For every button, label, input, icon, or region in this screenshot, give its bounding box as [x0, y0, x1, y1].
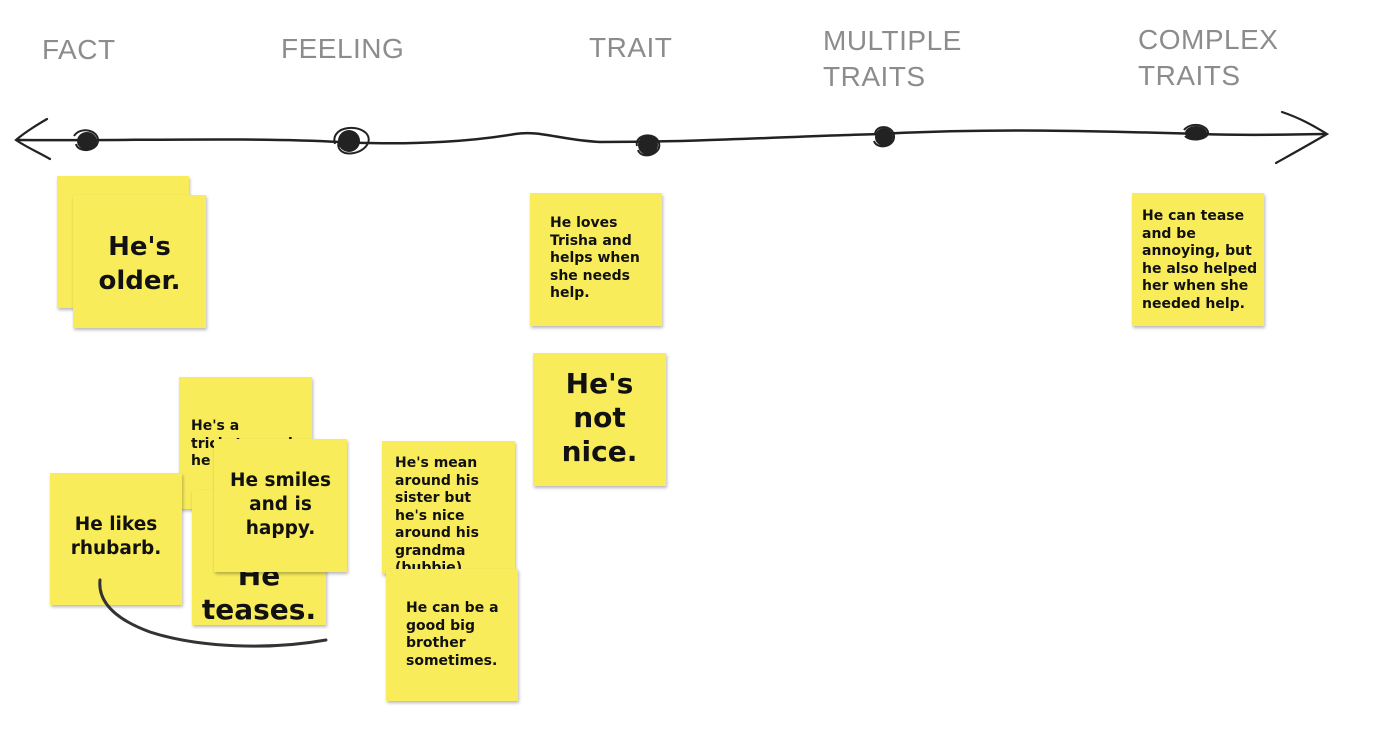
axis-dot-complex-traits: [1183, 124, 1209, 141]
sticky-note-tease-annoying[interactable]: He can tease and be annoying, but he als…: [1132, 193, 1264, 326]
note-text: He can be a good big brother sometimes.: [406, 600, 499, 669]
note-text: He's mean around his sister but he's nic…: [395, 455, 479, 574]
arrow-head-left: [14, 117, 52, 161]
sticky-note-hes-mean[interactable]: He's mean around his sister but he's nic…: [382, 441, 515, 574]
label-fact: FACT: [42, 34, 116, 65]
sticky-note-good-big-brother[interactable]: He can be a good big brother sometimes.: [386, 569, 518, 701]
arrow-head-right: [1274, 110, 1330, 165]
note-text: He loves Trisha and helps when she needs…: [550, 215, 640, 301]
sticky-note-he-likes-rhubarb[interactable]: He likes rhubarb.: [50, 473, 182, 605]
axis-dot-fact: [73, 129, 99, 151]
note-text: He smiles and is happy.: [229, 470, 331, 539]
label-complex-traits: COMPLEX TRAITS: [1138, 24, 1279, 91]
note-text: He's older.: [98, 232, 181, 296]
sticky-note-he-smiles[interactable]: He smiles and is happy.: [214, 439, 347, 572]
sticky-note-not-nice[interactable]: He's not nice.: [533, 353, 666, 486]
sticky-note-loves-trisha[interactable]: He loves Trisha and helps when she needs…: [530, 193, 662, 326]
axis-dot-feeling: [333, 126, 370, 155]
note-text: He can tease and be annoying, but he als…: [1142, 208, 1258, 312]
label-feeling: FEELING: [281, 33, 405, 64]
label-multiple-traits: MULTIPLE TRAITS: [823, 25, 962, 92]
axis-dot-multiple-traits: [873, 126, 895, 148]
axis-dot-trait: [635, 134, 661, 157]
axis-line: [16, 129, 1327, 145]
note-text: He's not nice.: [561, 367, 638, 468]
sticky-note-hes-older[interactable]: He's older.: [73, 195, 206, 328]
label-trait: TRAIT: [589, 32, 673, 63]
note-text: He likes rhubarb.: [70, 514, 162, 559]
